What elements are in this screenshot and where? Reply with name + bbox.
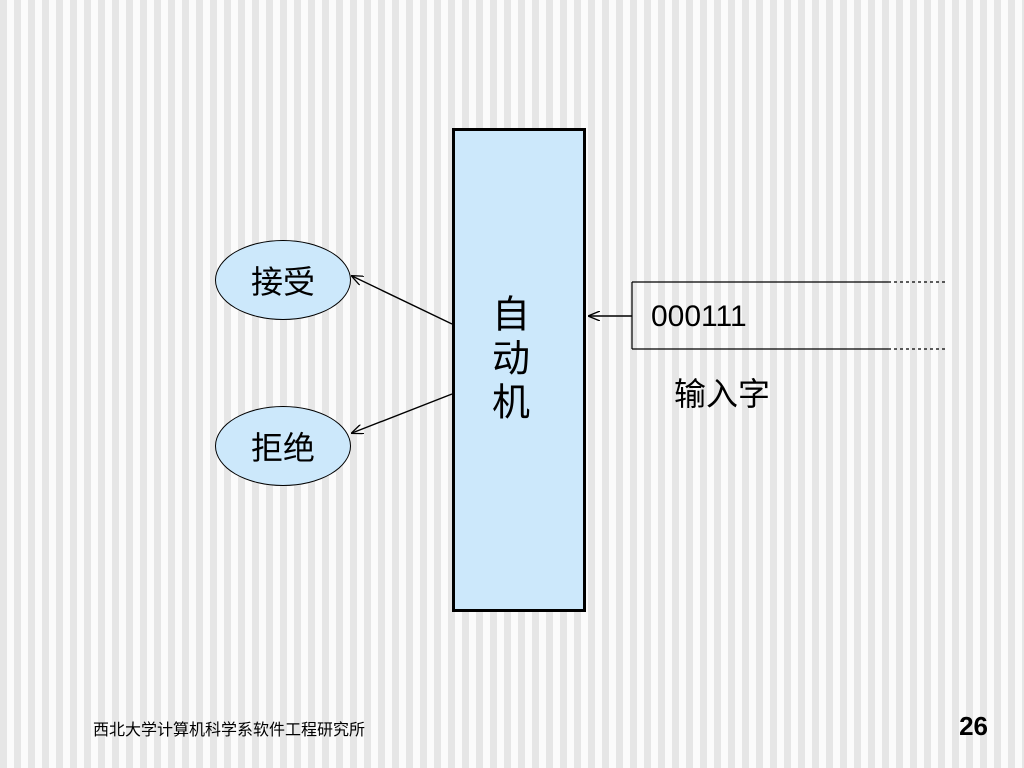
- accept-arrow: [352, 276, 453, 325]
- reject-state: 拒绝: [215, 406, 351, 486]
- automaton-box: [452, 128, 586, 612]
- reject-arrow: [352, 393, 453, 433]
- reject-state-label: 拒绝: [250, 429, 315, 467]
- tape-label: 输入字: [674, 375, 771, 413]
- tape-value: 000111: [651, 300, 747, 333]
- accept-state-label: 接受: [250, 263, 315, 301]
- footer-institution: 西北大学计算机科学系软件工程研究所: [93, 720, 366, 739]
- page-number: 26: [959, 711, 988, 741]
- automaton-label: 自动机: [485, 294, 530, 426]
- accept-state: 接受: [215, 240, 351, 320]
- input-tape: [631, 281, 948, 350]
